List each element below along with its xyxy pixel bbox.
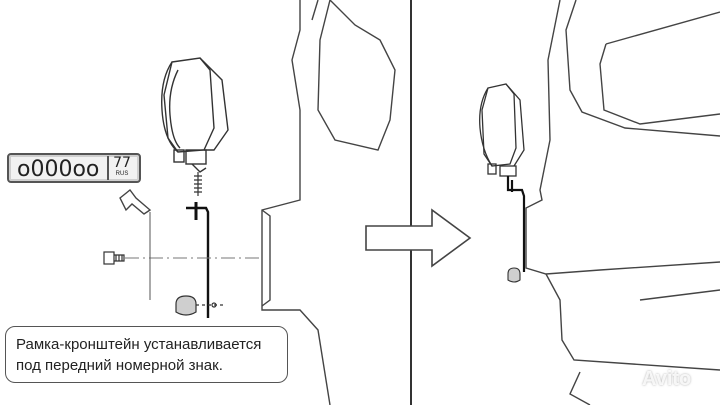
caption-box: Рамка-кронштейн устанавливается под пере… bbox=[5, 326, 288, 383]
bracket-frame-installed bbox=[506, 176, 526, 272]
bracket-frame bbox=[186, 202, 210, 318]
avito-logo-icon bbox=[614, 369, 637, 391]
thumb-nut bbox=[175, 295, 224, 316]
caption-line-1: Рамка-кронштейн устанавливается bbox=[16, 336, 262, 353]
mounting-bolt-spring bbox=[194, 172, 202, 196]
plate-region-number: 77 bbox=[113, 155, 131, 171]
watermark-text: Avito bbox=[642, 368, 692, 390]
plate-region: 77 RUS bbox=[107, 156, 135, 180]
watermark: Avito bbox=[612, 366, 716, 394]
fog-light-right bbox=[479, 83, 525, 177]
plate-region-code: RUS bbox=[115, 171, 129, 177]
license-plate: о000оо 77 RUS bbox=[7, 153, 141, 183]
plate-number: о000оо bbox=[17, 157, 100, 182]
vehicle-outline-right bbox=[525, 0, 720, 405]
alignment-lines bbox=[125, 212, 262, 300]
fog-light-left bbox=[161, 57, 229, 173]
vehicle-outline-left bbox=[261, 0, 396, 405]
plate-direction-arrow bbox=[119, 189, 152, 215]
mounting-screw bbox=[103, 251, 125, 265]
caption-line-2: под передний номерной знак. bbox=[16, 357, 223, 374]
transition-arrow bbox=[365, 208, 472, 268]
thumb-nut-installed bbox=[507, 267, 521, 283]
